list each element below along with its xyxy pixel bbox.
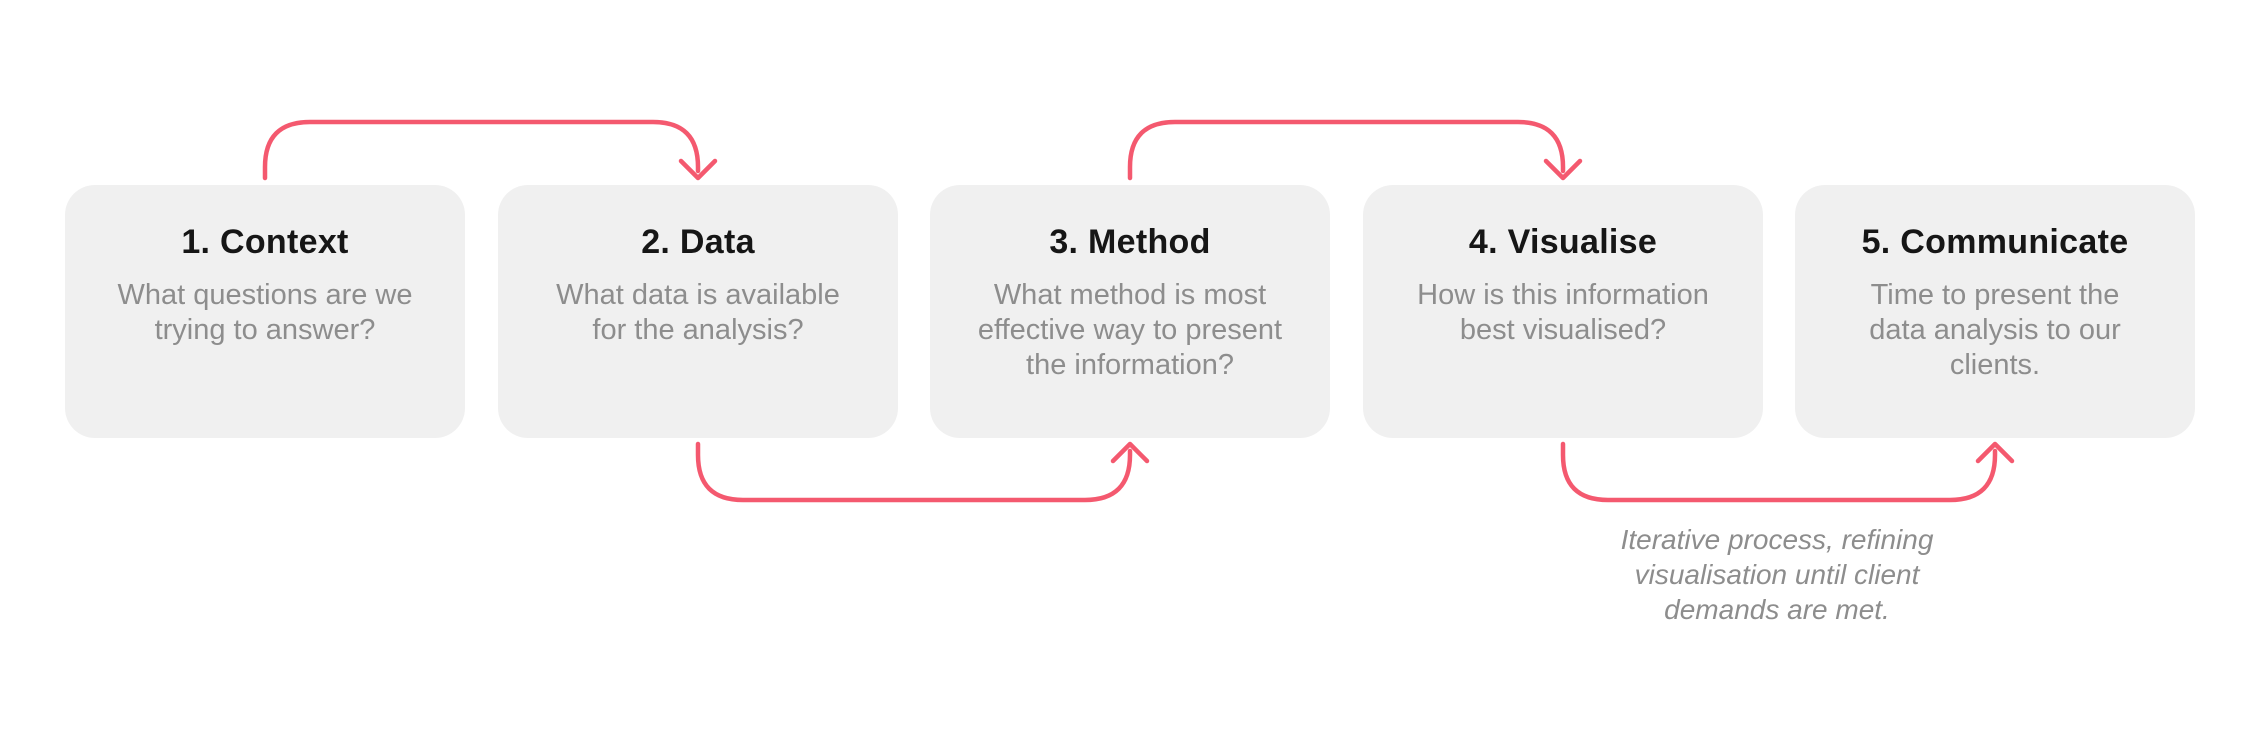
step-description: What data is available for the analysis?: [556, 279, 840, 346]
step-box-communicate: 5. Communicate Time to present the data …: [1795, 185, 2195, 438]
step-box-method: 3. Method What method is most effective …: [930, 185, 1330, 438]
step-title: 5. Communicate: [1861, 223, 2129, 261]
arrowhead-up-icon: [1110, 441, 1150, 464]
arrow-visualise-to-communicate: [1560, 441, 2015, 503]
arrowhead-up-icon: [1975, 441, 2015, 464]
step-box-context: 1. Context What questions are we trying …: [65, 185, 465, 438]
step-title: 3. Method: [1049, 223, 1211, 261]
arrow-context-to-data: [262, 119, 718, 181]
iterative-process-caption: Iterative process, refining visualisatio…: [1620, 524, 1934, 625]
step-title: 1. Context: [181, 223, 349, 261]
arrow-method-to-visualise: [1127, 119, 1583, 181]
arrowhead-down-icon: [678, 158, 718, 181]
step-title: 2. Data: [641, 223, 755, 261]
step-box-data: 2. Data What data is available for the a…: [498, 185, 898, 438]
step-description: How is this information best visualised?: [1417, 279, 1709, 346]
step-description: What questions are we trying to answer?: [117, 279, 413, 346]
step-box-visualise: 4. Visualise How is this information bes…: [1363, 185, 1763, 438]
arrowhead-down-icon: [1543, 158, 1583, 181]
arrow-data-to-method: [695, 441, 1150, 503]
step-description: What method is most effective way to pre…: [977, 279, 1283, 381]
step-title: 4. Visualise: [1468, 223, 1658, 261]
step-description: Time to present the data analysis to our…: [1869, 279, 2121, 381]
